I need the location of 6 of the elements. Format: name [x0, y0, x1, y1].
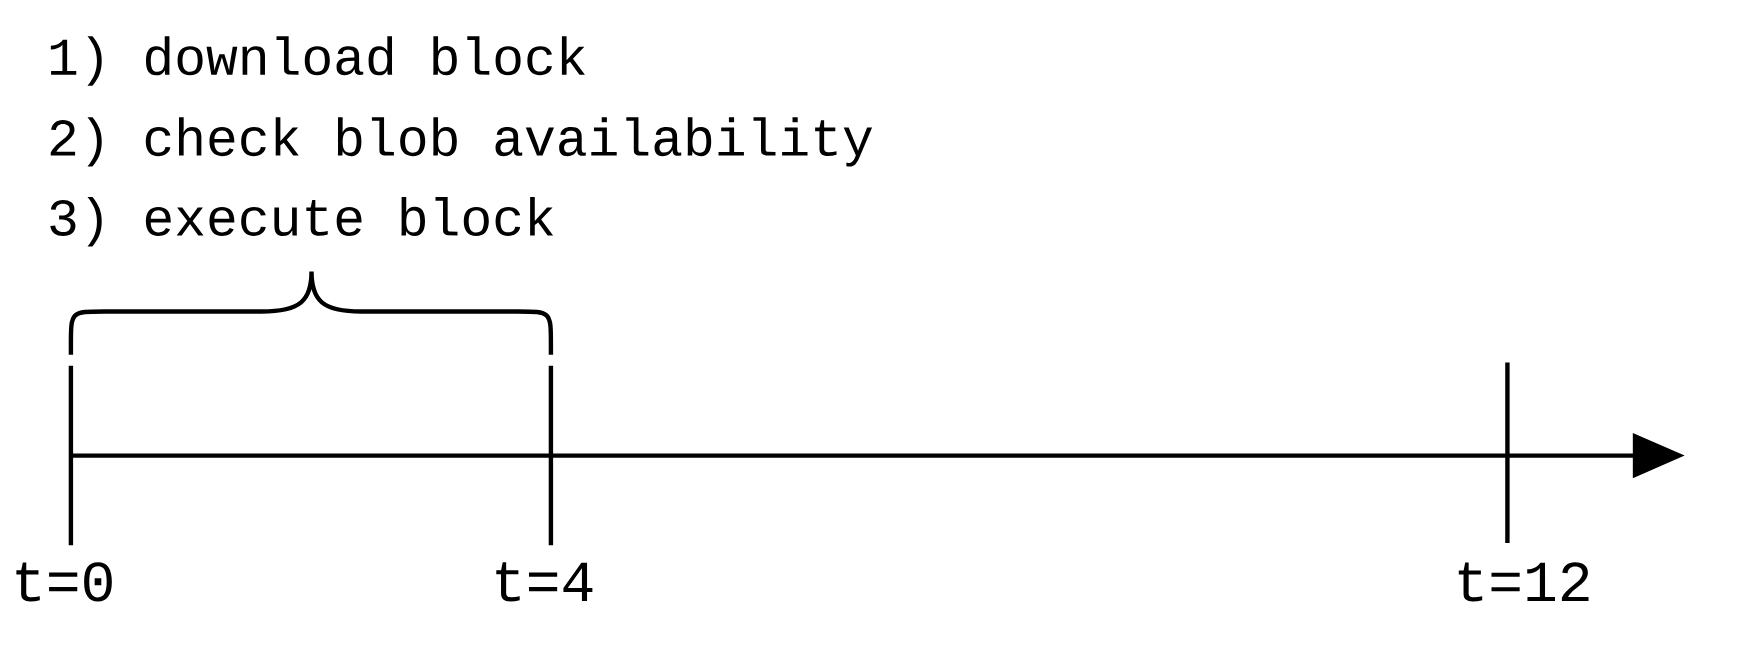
- tick-label: t=0: [16, 562, 112, 602]
- tick-label: t=4: [496, 562, 593, 602]
- list-item: 3) execute block: [50, 196, 554, 247]
- tick-label: t=12: [1458, 562, 1589, 602]
- list-item: 2) check blob availability: [50, 117, 873, 167]
- list-item: 1) download block: [50, 36, 585, 86]
